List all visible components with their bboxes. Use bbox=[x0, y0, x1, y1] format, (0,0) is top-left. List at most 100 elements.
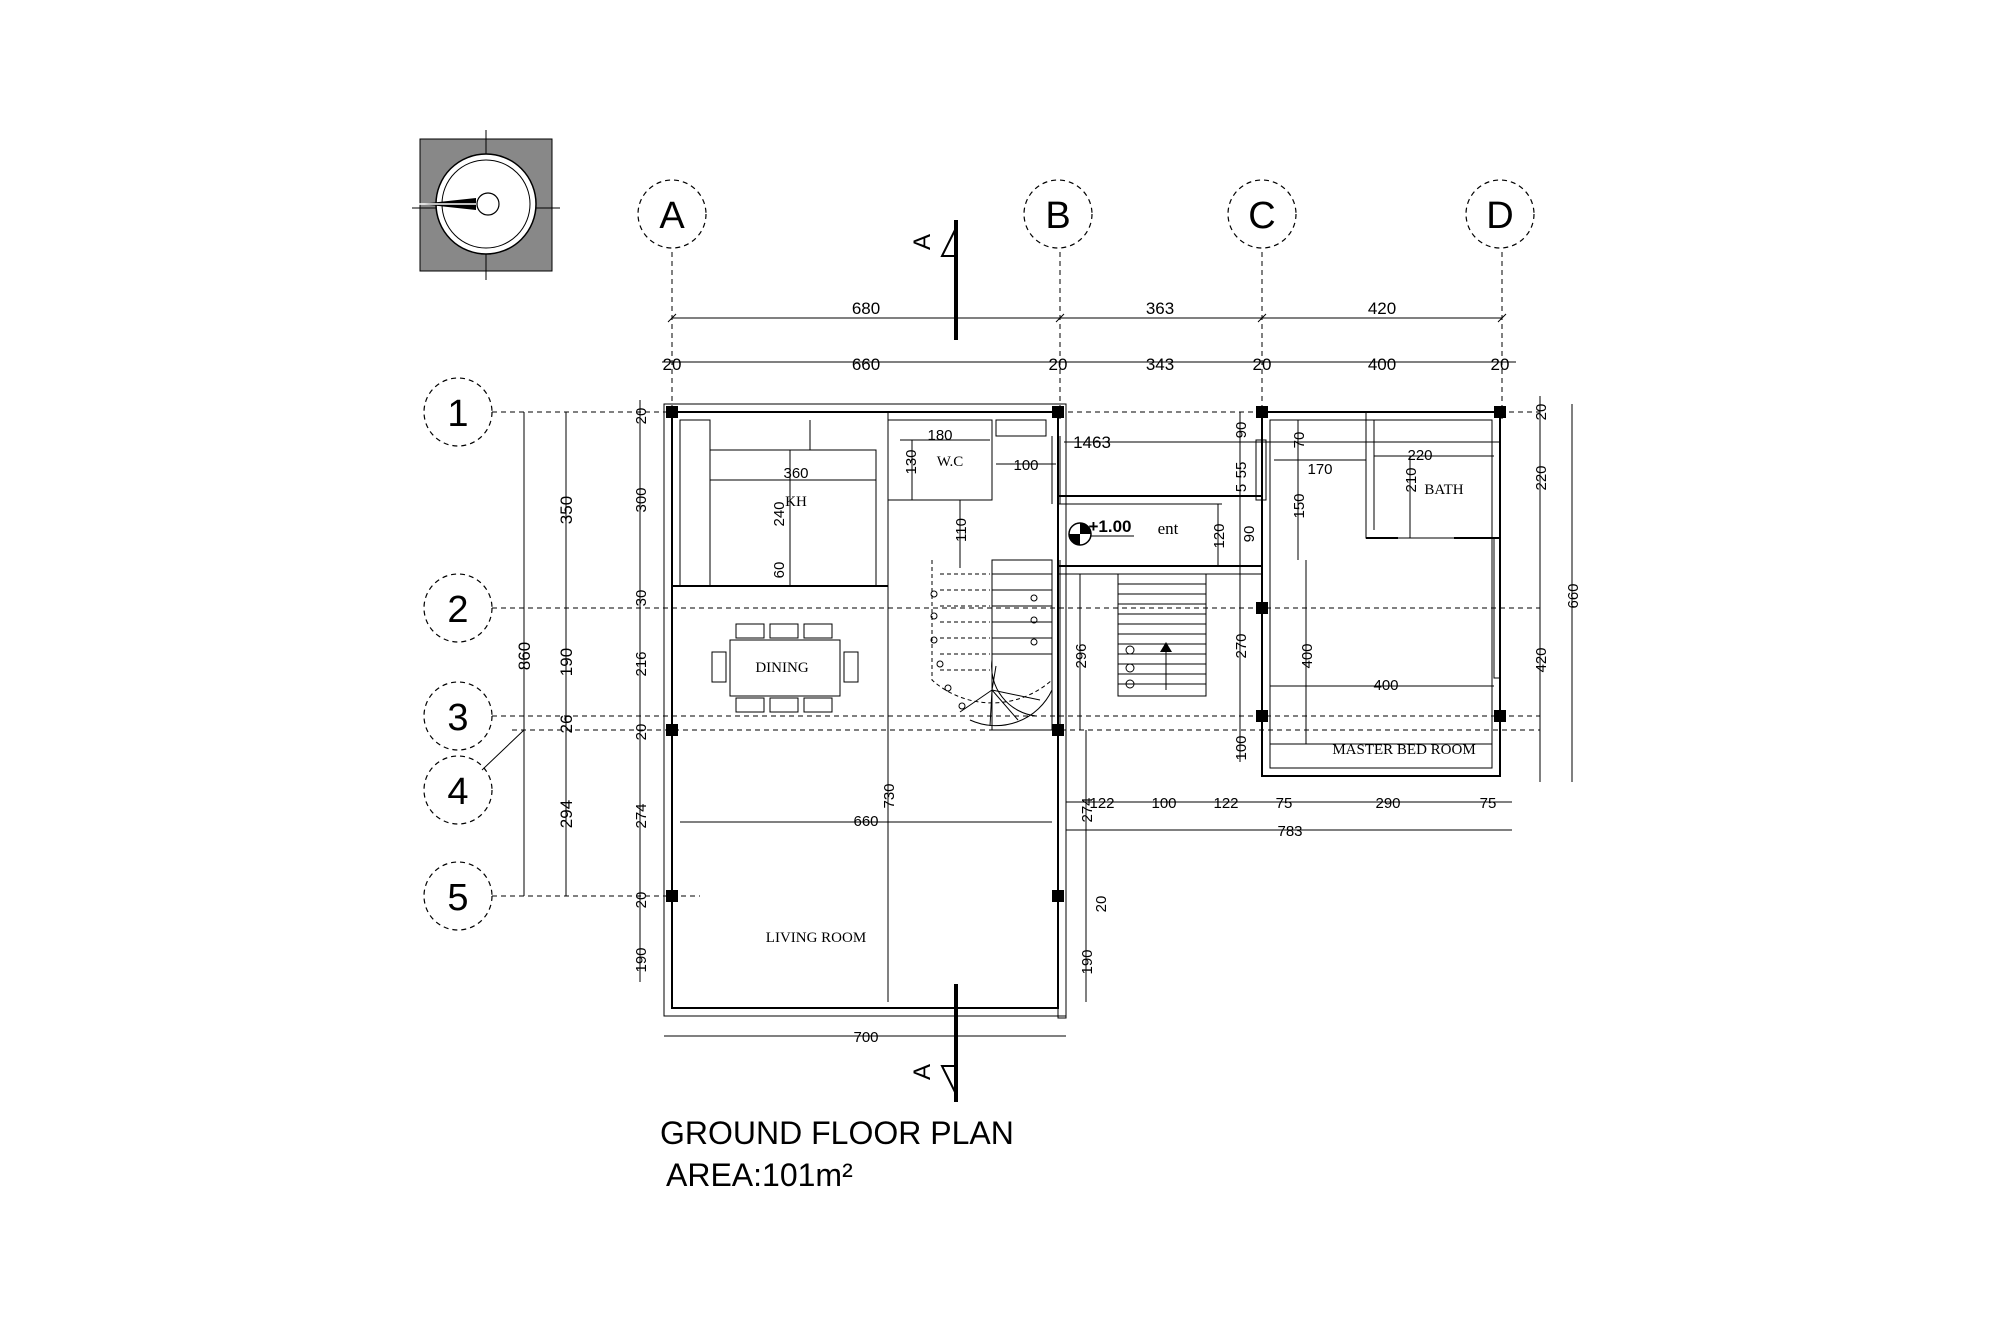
grid-bubble-4: 4 bbox=[423, 729, 525, 825]
section-marker-bottom: A bbox=[909, 984, 958, 1102]
svg-text:20: 20 bbox=[633, 724, 650, 741]
svg-text:783: 783 bbox=[1277, 823, 1302, 840]
svg-text:4: 4 bbox=[447, 771, 468, 813]
svg-text:C: C bbox=[1248, 195, 1275, 237]
bottom-dimension-overall: 700 bbox=[664, 1029, 1066, 1046]
svg-text:+1.00: +1.00 bbox=[1088, 517, 1131, 536]
svg-text:100: 100 bbox=[1013, 457, 1038, 474]
svg-text:363: 363 bbox=[1146, 299, 1174, 318]
svg-text:343: 343 bbox=[1146, 355, 1174, 374]
structural-columns bbox=[666, 406, 1506, 902]
grid-bubble-b: B bbox=[1023, 179, 1093, 249]
living-room-label: LIVING ROOM bbox=[766, 930, 866, 946]
svg-text:220: 220 bbox=[1407, 447, 1432, 464]
svg-text:420: 420 bbox=[1533, 647, 1550, 672]
right-dimension-inner: 20 220 420 bbox=[1533, 396, 1550, 782]
svg-text:290: 290 bbox=[1375, 795, 1400, 812]
dining-label: DINING bbox=[755, 660, 808, 676]
svg-text:3: 3 bbox=[447, 697, 468, 739]
svg-text:110: 110 bbox=[953, 518, 970, 542]
svg-text:400: 400 bbox=[1373, 677, 1398, 694]
svg-text:20: 20 bbox=[1491, 355, 1510, 374]
left-dimension-overall: 860 bbox=[515, 412, 534, 896]
bath-room: 170 220 210 BATH 70 150 bbox=[1274, 411, 1501, 560]
svg-text:20: 20 bbox=[1253, 355, 1272, 374]
svg-text:270: 270 bbox=[1233, 633, 1250, 658]
grid-bubble-d: D bbox=[1465, 179, 1535, 249]
svg-text:220: 220 bbox=[1533, 465, 1550, 490]
svg-text:400: 400 bbox=[1299, 643, 1316, 668]
svg-text:300: 300 bbox=[633, 487, 650, 512]
bath-label: BATH bbox=[1424, 482, 1463, 498]
svg-text:100: 100 bbox=[1233, 735, 1250, 760]
grid-bubble-c: C bbox=[1227, 179, 1297, 249]
grid-bubble-3: 3 bbox=[423, 681, 493, 751]
svg-text:190: 190 bbox=[557, 648, 576, 676]
svg-text:122: 122 bbox=[1089, 795, 1114, 812]
svg-text:730: 730 bbox=[881, 783, 898, 808]
dining-area: DINING bbox=[711, 623, 859, 713]
svg-text:26: 26 bbox=[557, 715, 576, 734]
svg-text:660: 660 bbox=[853, 813, 878, 830]
svg-text:70: 70 bbox=[1291, 432, 1308, 449]
svg-text:190: 190 bbox=[633, 947, 650, 972]
spiral-stair bbox=[930, 559, 1053, 731]
master-bed-room: 400 400 MASTER BED ROOM bbox=[1270, 537, 1501, 758]
svg-text:180: 180 bbox=[927, 427, 952, 444]
svg-text:A: A bbox=[909, 1064, 936, 1080]
svg-text:A: A bbox=[909, 234, 936, 250]
svg-text:122: 122 bbox=[1213, 795, 1238, 812]
master-bed-label: MASTER BED ROOM bbox=[1332, 742, 1475, 758]
straight-stair: 296 bbox=[1073, 573, 1207, 730]
svg-text:274: 274 bbox=[633, 803, 650, 828]
svg-text:170: 170 bbox=[1307, 461, 1332, 478]
svg-text:296: 296 bbox=[1073, 643, 1090, 668]
svg-text:190: 190 bbox=[1079, 949, 1096, 974]
svg-text:294: 294 bbox=[557, 800, 576, 828]
svg-text:20: 20 bbox=[633, 892, 650, 909]
svg-text:1: 1 bbox=[447, 393, 468, 435]
kitchen-label: KH bbox=[785, 494, 807, 510]
svg-text:5: 5 bbox=[447, 877, 468, 919]
grid-bubble-1: 1 bbox=[423, 377, 493, 447]
right-dimension-overall: 660 bbox=[1565, 404, 1582, 782]
svg-text:75: 75 bbox=[1480, 795, 1497, 812]
svg-text:860: 860 bbox=[515, 642, 534, 670]
svg-text:130: 130 bbox=[903, 449, 920, 474]
svg-text:1463: 1463 bbox=[1073, 433, 1111, 452]
svg-text:75: 75 bbox=[1276, 795, 1293, 812]
svg-text:400: 400 bbox=[1368, 355, 1396, 374]
svg-text:30: 30 bbox=[633, 590, 650, 607]
svg-text:210: 210 bbox=[1403, 467, 1420, 492]
north-arrow-icon bbox=[412, 130, 560, 280]
svg-text:5: 5 bbox=[1233, 484, 1250, 492]
svg-text:D: D bbox=[1486, 195, 1513, 237]
svg-text:420: 420 bbox=[1368, 299, 1396, 318]
grid-bubble-a: A bbox=[637, 179, 707, 249]
svg-text:216: 216 bbox=[633, 651, 650, 676]
left-dimension-mid: 350 190 26 294 bbox=[557, 412, 576, 896]
svg-text:680: 680 bbox=[852, 299, 880, 318]
svg-text:20: 20 bbox=[1049, 355, 1068, 374]
svg-text:20: 20 bbox=[1533, 404, 1550, 421]
svg-text:60: 60 bbox=[771, 562, 788, 579]
svg-text:A: A bbox=[659, 195, 685, 237]
svg-text:90: 90 bbox=[1241, 526, 1258, 543]
svg-text:360: 360 bbox=[783, 465, 808, 482]
svg-text:20: 20 bbox=[633, 408, 650, 425]
top-dimension-overall: 680 363 420 bbox=[667, 299, 1507, 323]
bottom-run-dimensions: 122 100 122 75 290 75 783 bbox=[1066, 795, 1512, 840]
wc-label: W.C bbox=[937, 454, 964, 470]
svg-text:660: 660 bbox=[1565, 583, 1582, 608]
svg-text:150: 150 bbox=[1291, 493, 1308, 518]
top-dimension-detail: 20 660 20 343 20 400 20 bbox=[662, 355, 1516, 374]
svg-text:700: 700 bbox=[853, 1029, 878, 1046]
svg-text:274: 274 bbox=[1079, 797, 1096, 822]
wc-room: 180 130 W.C 100 bbox=[887, 419, 1061, 504]
svg-text:20: 20 bbox=[1093, 896, 1110, 913]
svg-text:100: 100 bbox=[1151, 795, 1176, 812]
svg-text:660: 660 bbox=[852, 355, 880, 374]
c-axis-dimensions: 90 55 5 90 270 100 bbox=[1233, 412, 1267, 762]
left-dimension-inner: 20 300 30 216 20 274 20 190 bbox=[633, 400, 650, 982]
svg-text:B: B bbox=[1045, 195, 1070, 237]
